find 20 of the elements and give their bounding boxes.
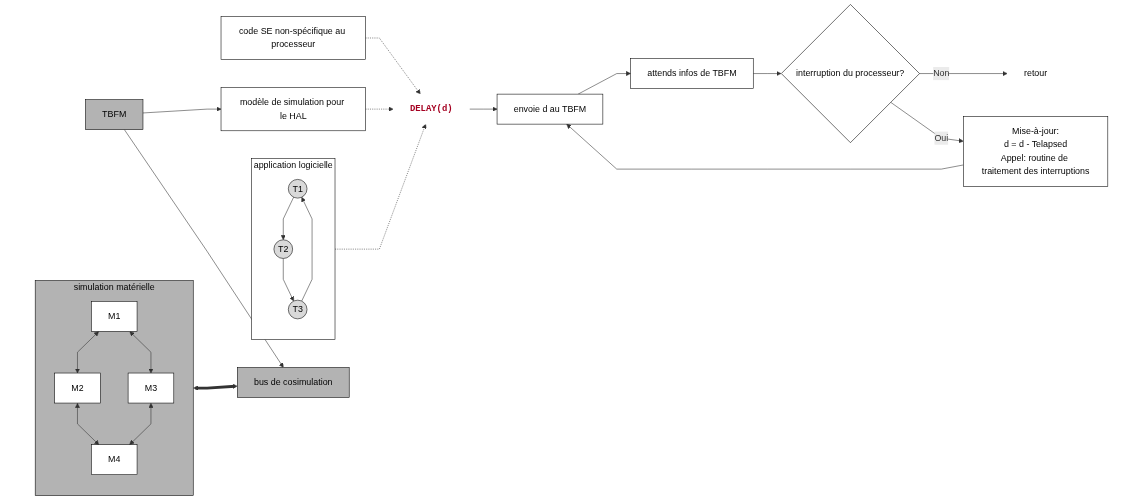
node-diamond: interruption du processeur?: [781, 4, 920, 143]
node-box: code SE non-spécifique au processeur: [220, 16, 366, 60]
arrow: [193, 383, 238, 391]
node-box: Mise-à-jour: d = d - Telapsed Appel: routine de traitement des interruptions: [963, 116, 1109, 187]
node-box: attends infos de TBFM: [630, 58, 754, 89]
node-box: bus de cosimulation: [237, 367, 350, 398]
edge-label: Oui: [934, 133, 949, 143]
node-box: TBFM: [85, 99, 144, 130]
edge-label: Non: [933, 68, 950, 78]
node-box: M4: [91, 444, 138, 475]
node-circle: T3: [288, 299, 308, 320]
node-box: M2: [54, 372, 101, 404]
node-text: DELAY(d): [409, 104, 453, 115]
node-box: M1: [91, 301, 138, 332]
node-box: envoie d au TBFM: [496, 93, 604, 125]
node-circle: T2: [273, 239, 293, 259]
node-circle: T1: [288, 179, 308, 199]
node-box: modèle de simulation pour le HAL: [220, 87, 366, 132]
node-box: M3: [127, 372, 175, 404]
node-text: retour: [1023, 68, 1048, 78]
